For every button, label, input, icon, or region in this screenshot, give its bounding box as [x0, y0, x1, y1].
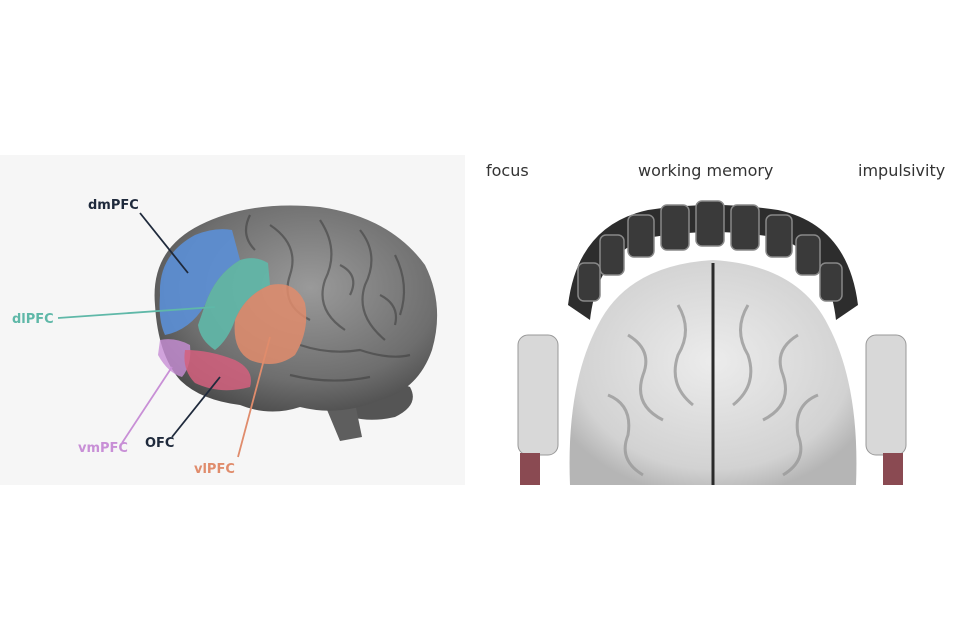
region-OFC — [184, 350, 251, 391]
region-vlPFC — [234, 284, 307, 364]
brain-lateral-illustration: dmPFC dlPFC vmPFC OFC vlPFC — [12, 198, 438, 477]
label-dlPFC: dlPFC — [12, 312, 54, 327]
label-working-memory: working memory — [638, 161, 774, 180]
brain-lateral-panel: dmPFC dlPFC vmPFC OFC vlPFC — [0, 155, 465, 485]
region-vmPFC — [158, 339, 191, 377]
brain-stem — [325, 403, 362, 441]
leader-OFC — [171, 376, 221, 438]
gyri-top-texture — [607, 304, 819, 477]
headset-strap-left — [520, 453, 540, 485]
label-dmPFC: dmPFC — [88, 198, 139, 213]
leader-vlPFC — [237, 336, 271, 458]
leader-dmPFC — [139, 212, 189, 274]
label-impulsivity: impulsivity — [858, 161, 946, 180]
region-dmPFC — [159, 229, 240, 335]
leader-dlPFC — [57, 306, 216, 319]
headset-strap-right — [883, 453, 903, 485]
headset-right-unit — [865, 334, 907, 456]
region-dlPFC — [198, 258, 270, 350]
electrode-pods — [577, 200, 843, 302]
label-vlPFC: vlPFC — [194, 462, 235, 477]
headset-left-unit — [517, 334, 559, 456]
headset-brain-illustration — [517, 200, 907, 485]
headset-brain-panel: focus working memory impulsivity — [478, 155, 960, 485]
label-vmPFC: vmPFC — [78, 441, 128, 456]
label-OFC: OFC — [145, 436, 174, 451]
label-focus: focus — [486, 161, 529, 180]
leader-vmPFC — [121, 366, 173, 444]
